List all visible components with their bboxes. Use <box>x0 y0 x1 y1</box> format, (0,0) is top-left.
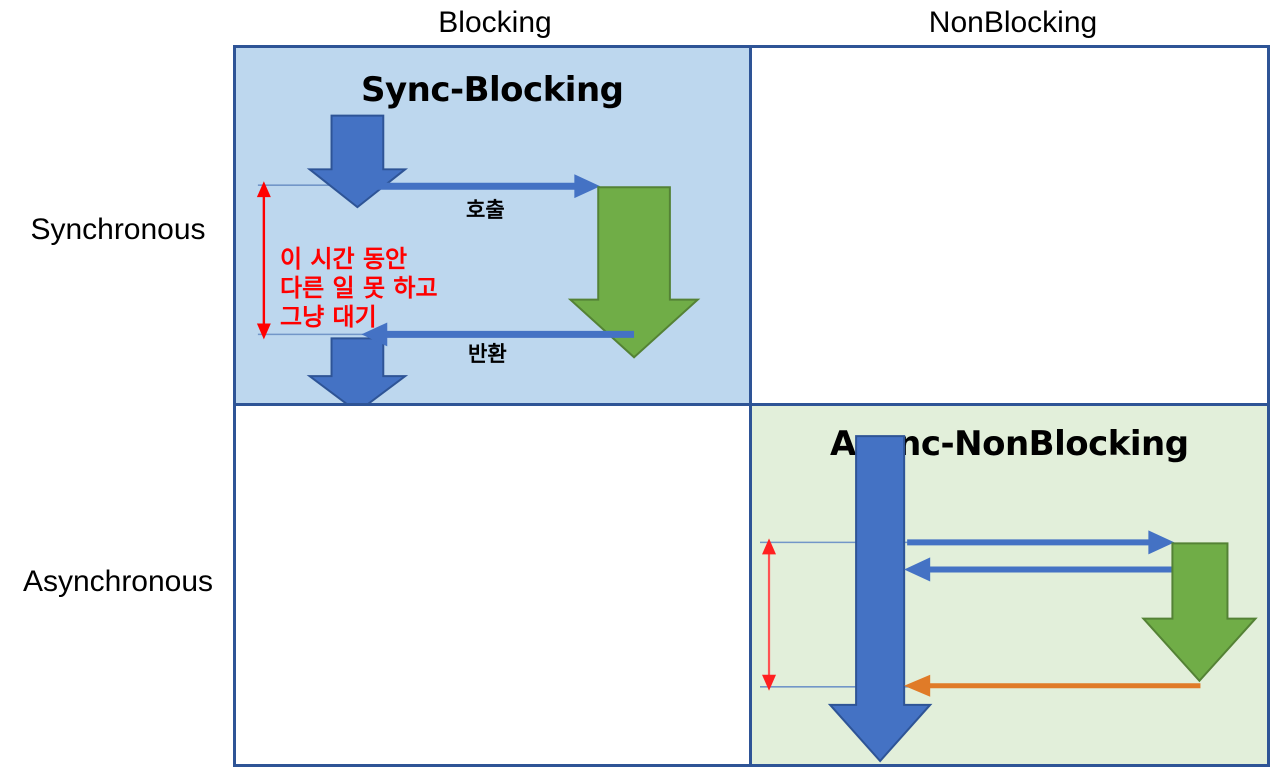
caller-execution-arrow-top <box>306 114 409 209</box>
waiting-annotation-text: 이 시간 동안 다른 일 못 하고 그냥 대기 <box>280 245 438 331</box>
column-header-blocking: Blocking <box>438 6 552 39</box>
column-header-nonblocking: NonBlocking <box>928 6 1098 39</box>
cell-sync-blocking: Sync-Blocking <box>236 48 752 406</box>
free-time-duration-arrow <box>761 538 776 691</box>
call-with-callback-arrow <box>906 530 1174 555</box>
sync-blocking-sequence-diagram <box>256 114 701 403</box>
return-arrow-label: 반환 <box>468 342 507 366</box>
return-arrow <box>361 322 635 347</box>
async-nonblocking-sequence-diagram <box>759 435 1258 763</box>
call-arrow <box>361 174 601 199</box>
row-header-synchronous: Synchronous <box>30 213 206 246</box>
caller-execution-arrow-bottom <box>306 337 409 403</box>
callback-invocation-arrow <box>903 674 1200 697</box>
cell-sync-nonblocking <box>751 48 1267 406</box>
callee-execution-arrow <box>567 186 701 359</box>
caller-execution-arrow <box>827 435 932 763</box>
call-arrow-label: 호출 <box>466 198 505 222</box>
row-header-asynchronous: Asynchronous <box>22 565 214 598</box>
cell-title-sync-blocking: Sync-Blocking <box>360 70 624 110</box>
immediate-return-arrow <box>903 557 1174 582</box>
callee-execution-arrow <box>1140 542 1258 683</box>
quadrant-matrix: Sync-Blocking <box>233 45 1270 767</box>
waiting-duration-arrow <box>256 181 271 340</box>
cell-async-blocking <box>236 406 752 764</box>
cell-async-nonblocking: Async-NonBlocking <box>751 406 1267 764</box>
